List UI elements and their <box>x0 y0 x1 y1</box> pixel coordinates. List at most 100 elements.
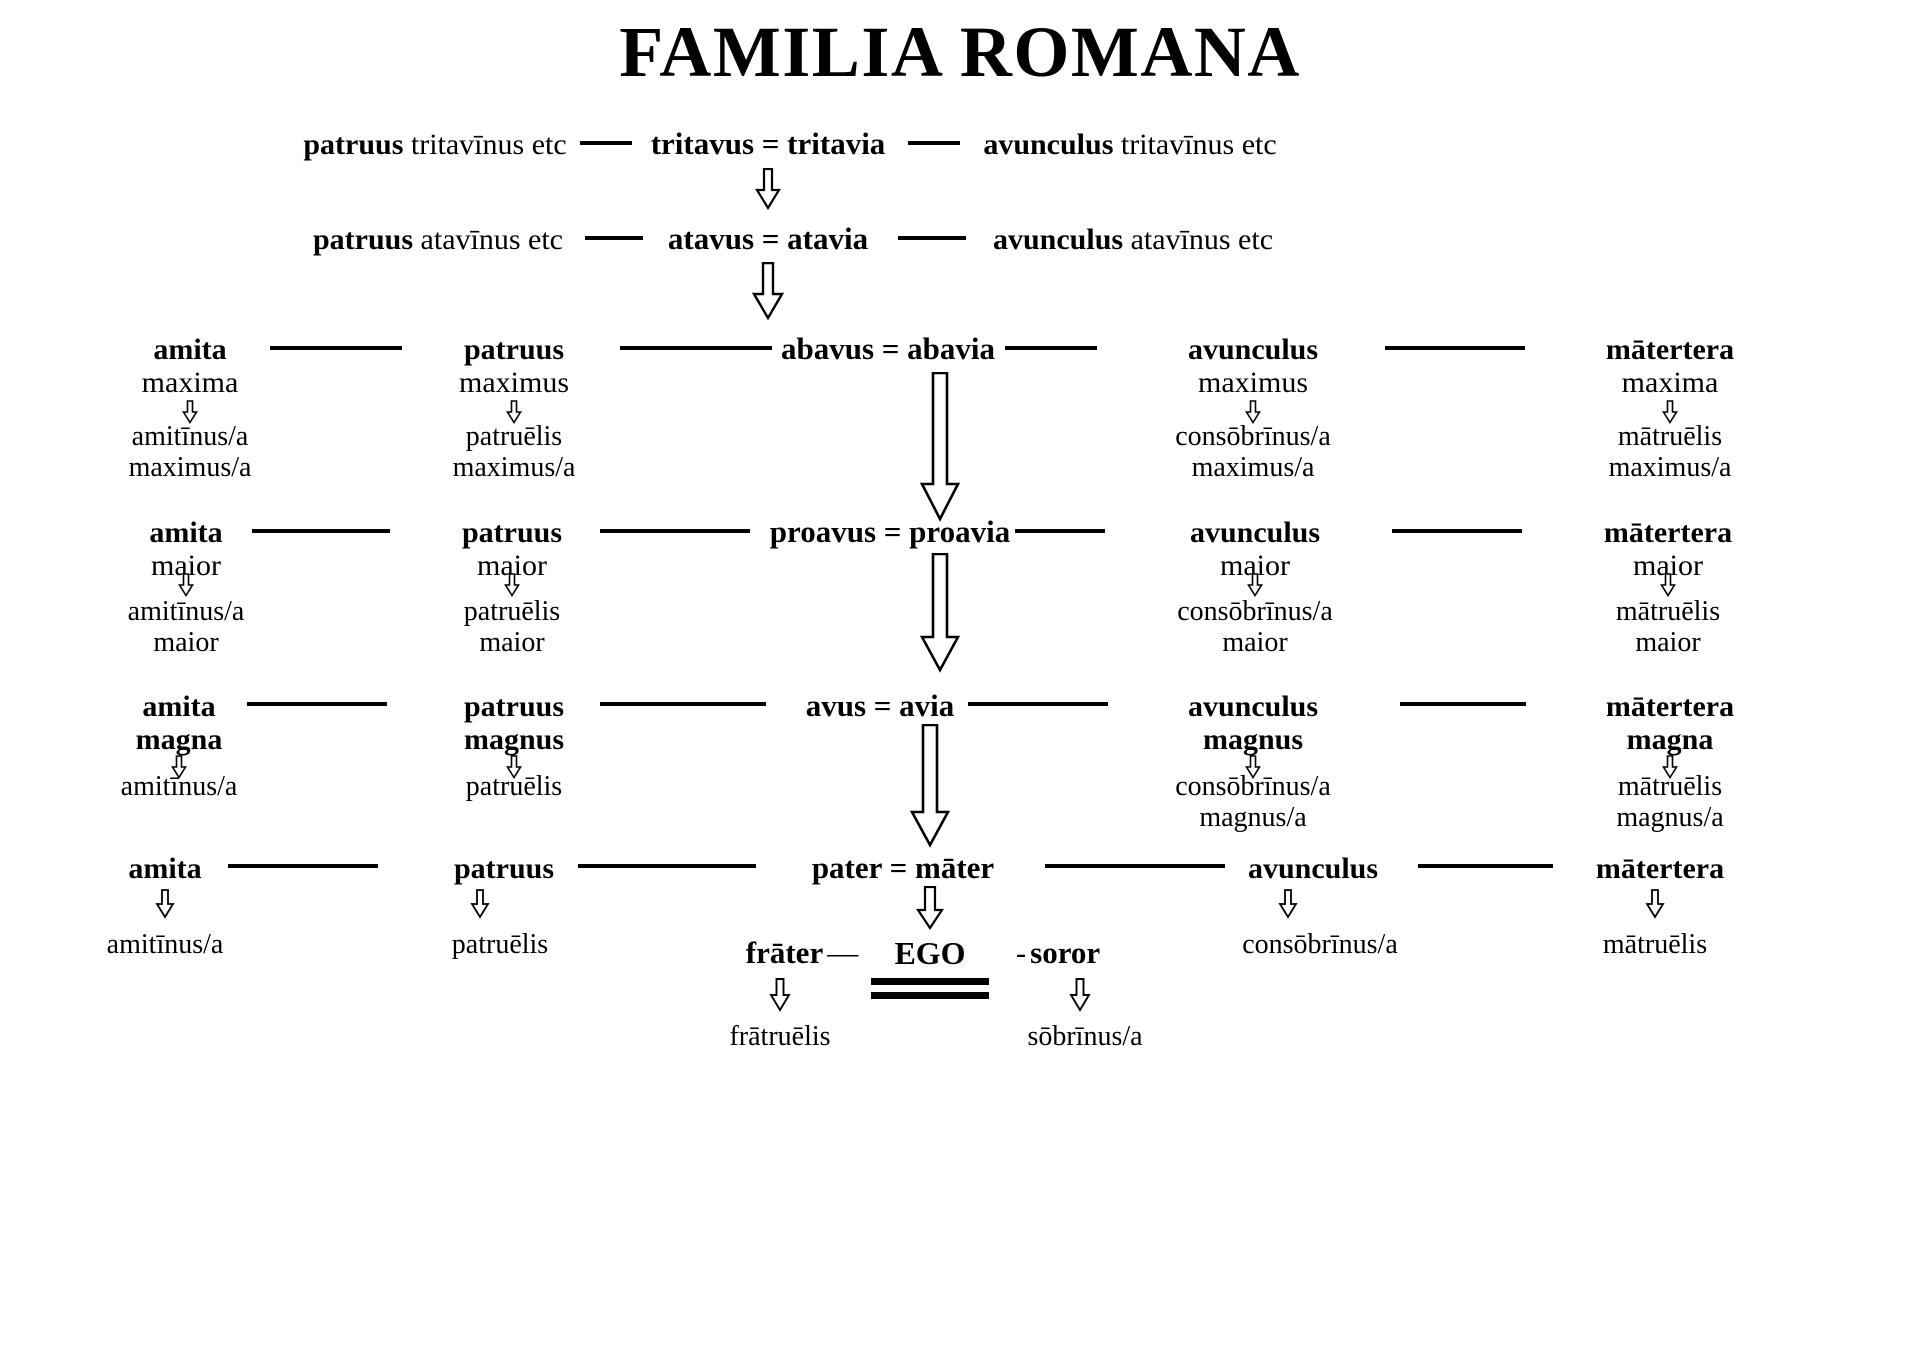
node-avunculus: avunculus <box>1248 852 1378 885</box>
descendant-line: mātruēlis <box>1615 596 1721 627</box>
node-patruus-maximus-descendants: patruēlis maximus/a <box>453 421 576 484</box>
node-matertera-maxima-descendants: mātruēlis maximus/a <box>1608 421 1732 484</box>
descent-arrow-icon <box>1069 978 1091 1012</box>
descendant-line: amitīnus/a <box>127 596 245 627</box>
descent-arrow-icon <box>1245 400 1261 424</box>
node-avunculus-magnus-descendants: consōbrīnus/a magnus/a <box>1175 771 1331 834</box>
frater-ego-dash: — <box>827 935 859 970</box>
descendant-line: maximus/a <box>128 451 252 483</box>
node-sub: maxima <box>1621 366 1719 399</box>
node-sub: maximus <box>459 366 569 399</box>
soror-label: soror <box>1030 935 1101 970</box>
node-head: amita <box>153 333 227 366</box>
descendant-line: consōbrīnus/a <box>1175 421 1331 452</box>
node-patruus-magnus: patruus magnus <box>464 690 564 756</box>
node-patruus-maior-descendants: patruēlis maior <box>463 596 561 659</box>
node-sub: maxima <box>141 366 239 399</box>
descendant-line: maximus/a <box>1608 451 1732 483</box>
spine-avus: avus = avia <box>805 688 955 723</box>
descendant-line: mātruēlis <box>1617 421 1723 452</box>
node-head: patruus <box>463 333 565 366</box>
node-matertera-maior: mātertera maior <box>1604 516 1732 582</box>
node-sub: magnus <box>463 723 565 756</box>
connector-line <box>1385 346 1525 350</box>
descendant-line: maior <box>153 626 219 658</box>
node-head: avunculus <box>983 128 1114 161</box>
node-avunculus-atavinus: avunculus atavīnus etc <box>993 223 1273 256</box>
connector-line <box>968 702 1108 706</box>
node-matertera-maior-descendants: mātruēlis maior <box>1615 596 1721 659</box>
node-patruus-maximus: patruus maximus <box>459 333 569 399</box>
connector-line <box>600 529 750 533</box>
descendant-line: amitīnus/a <box>106 929 224 960</box>
descendant-line: maximus/a <box>1191 451 1315 483</box>
descendant-line: frātruēlis <box>729 1021 831 1052</box>
descendant-line: patruēlis <box>463 596 561 627</box>
descent-arrow-icon <box>1245 755 1261 779</box>
descendant-line: maior <box>1635 626 1701 658</box>
node-avunculus-maximus: avunculus maximus <box>1188 333 1318 399</box>
connector-line <box>270 346 402 350</box>
connector-line <box>1015 529 1105 533</box>
node-patruus: patruus <box>454 852 554 885</box>
descendant-line: patruēlis <box>465 421 563 452</box>
connector-line <box>585 236 643 240</box>
descent-arrow-icon <box>506 400 522 424</box>
connector-line <box>898 236 966 240</box>
node-head: patruus <box>463 690 565 723</box>
descent-arrow-icon <box>1278 889 1298 919</box>
node-head: amita <box>128 852 202 885</box>
node-amita-maxima-descendants: amitīnus/a maximus/a <box>128 421 252 484</box>
generation-arrow-icon <box>920 553 960 673</box>
node-matertera-magna: mātertera magna <box>1606 690 1734 756</box>
node-head: mātertera <box>1605 333 1735 366</box>
node-matertera: mātertera <box>1596 852 1724 885</box>
spine-tritavus: tritavus = tritavia <box>650 126 886 161</box>
node-patruus-magnus-descendants: patruēlis <box>466 771 562 803</box>
spine-pater: pater = māter <box>811 850 995 885</box>
descendant-line: magnus/a <box>1616 801 1724 833</box>
ego-sibling-soror: -soror <box>1012 937 1100 968</box>
node-amita-magna: amita magna <box>136 690 223 756</box>
node-matertera-descendants: mātruēlis <box>1603 929 1707 961</box>
node-head: mātertera <box>1605 690 1735 723</box>
connector-line <box>578 864 756 868</box>
generation-arrow-icon <box>920 372 960 522</box>
node-sub: magna <box>1626 723 1714 756</box>
ego-soror-dash: - <box>1015 935 1027 970</box>
node-amita: amita <box>128 852 201 885</box>
node-patruus-atavinus: patruus atavīnus etc <box>313 223 563 256</box>
descent-arrow-icon <box>1660 573 1676 597</box>
node-sub: magnus <box>1202 723 1304 756</box>
descent-arrow-icon <box>1247 573 1263 597</box>
spine-proavus: proavus = proavia <box>769 514 1011 549</box>
descent-arrow-icon <box>506 755 522 779</box>
descent-arrow-icon <box>769 978 791 1012</box>
node-sub: tritavīnus etc <box>1120 128 1277 161</box>
node-patruus-tritavinus: patruus tritavīnus etc <box>303 128 566 161</box>
node-head: patruus <box>453 852 555 885</box>
connector-line <box>600 702 766 706</box>
connector-line <box>228 864 378 868</box>
node-head: patruus <box>313 223 414 256</box>
descendant-line: magnus/a <box>1199 801 1307 833</box>
node-sub: atavīnus etc <box>1130 223 1274 256</box>
ego-sibling-frater: frāter— <box>746 937 862 968</box>
node-head: amita <box>142 690 216 723</box>
node-frater-descendant: frātruēlis <box>729 1021 831 1053</box>
connector-line <box>1392 529 1522 533</box>
node-head: avunculus <box>992 223 1124 256</box>
node-avunculus-maximus-descendants: consōbrīnus/a maximus/a <box>1175 421 1331 484</box>
node-matertera-magna-descendants: mātruēlis magnus/a <box>1616 771 1724 834</box>
underline-bar-bottom <box>871 992 989 999</box>
descendant-line: amitīnus/a <box>120 771 238 802</box>
descent-arrow-icon <box>155 889 175 919</box>
descendant-line: maior <box>479 626 545 658</box>
node-sub: tritavīnus etc <box>410 128 567 161</box>
descent-arrow-icon <box>504 573 520 597</box>
ego-label: EGO <box>894 935 966 971</box>
underline-gap <box>871 985 989 992</box>
node-head: mātertera <box>1595 852 1725 885</box>
node-head: patruus <box>303 128 404 161</box>
